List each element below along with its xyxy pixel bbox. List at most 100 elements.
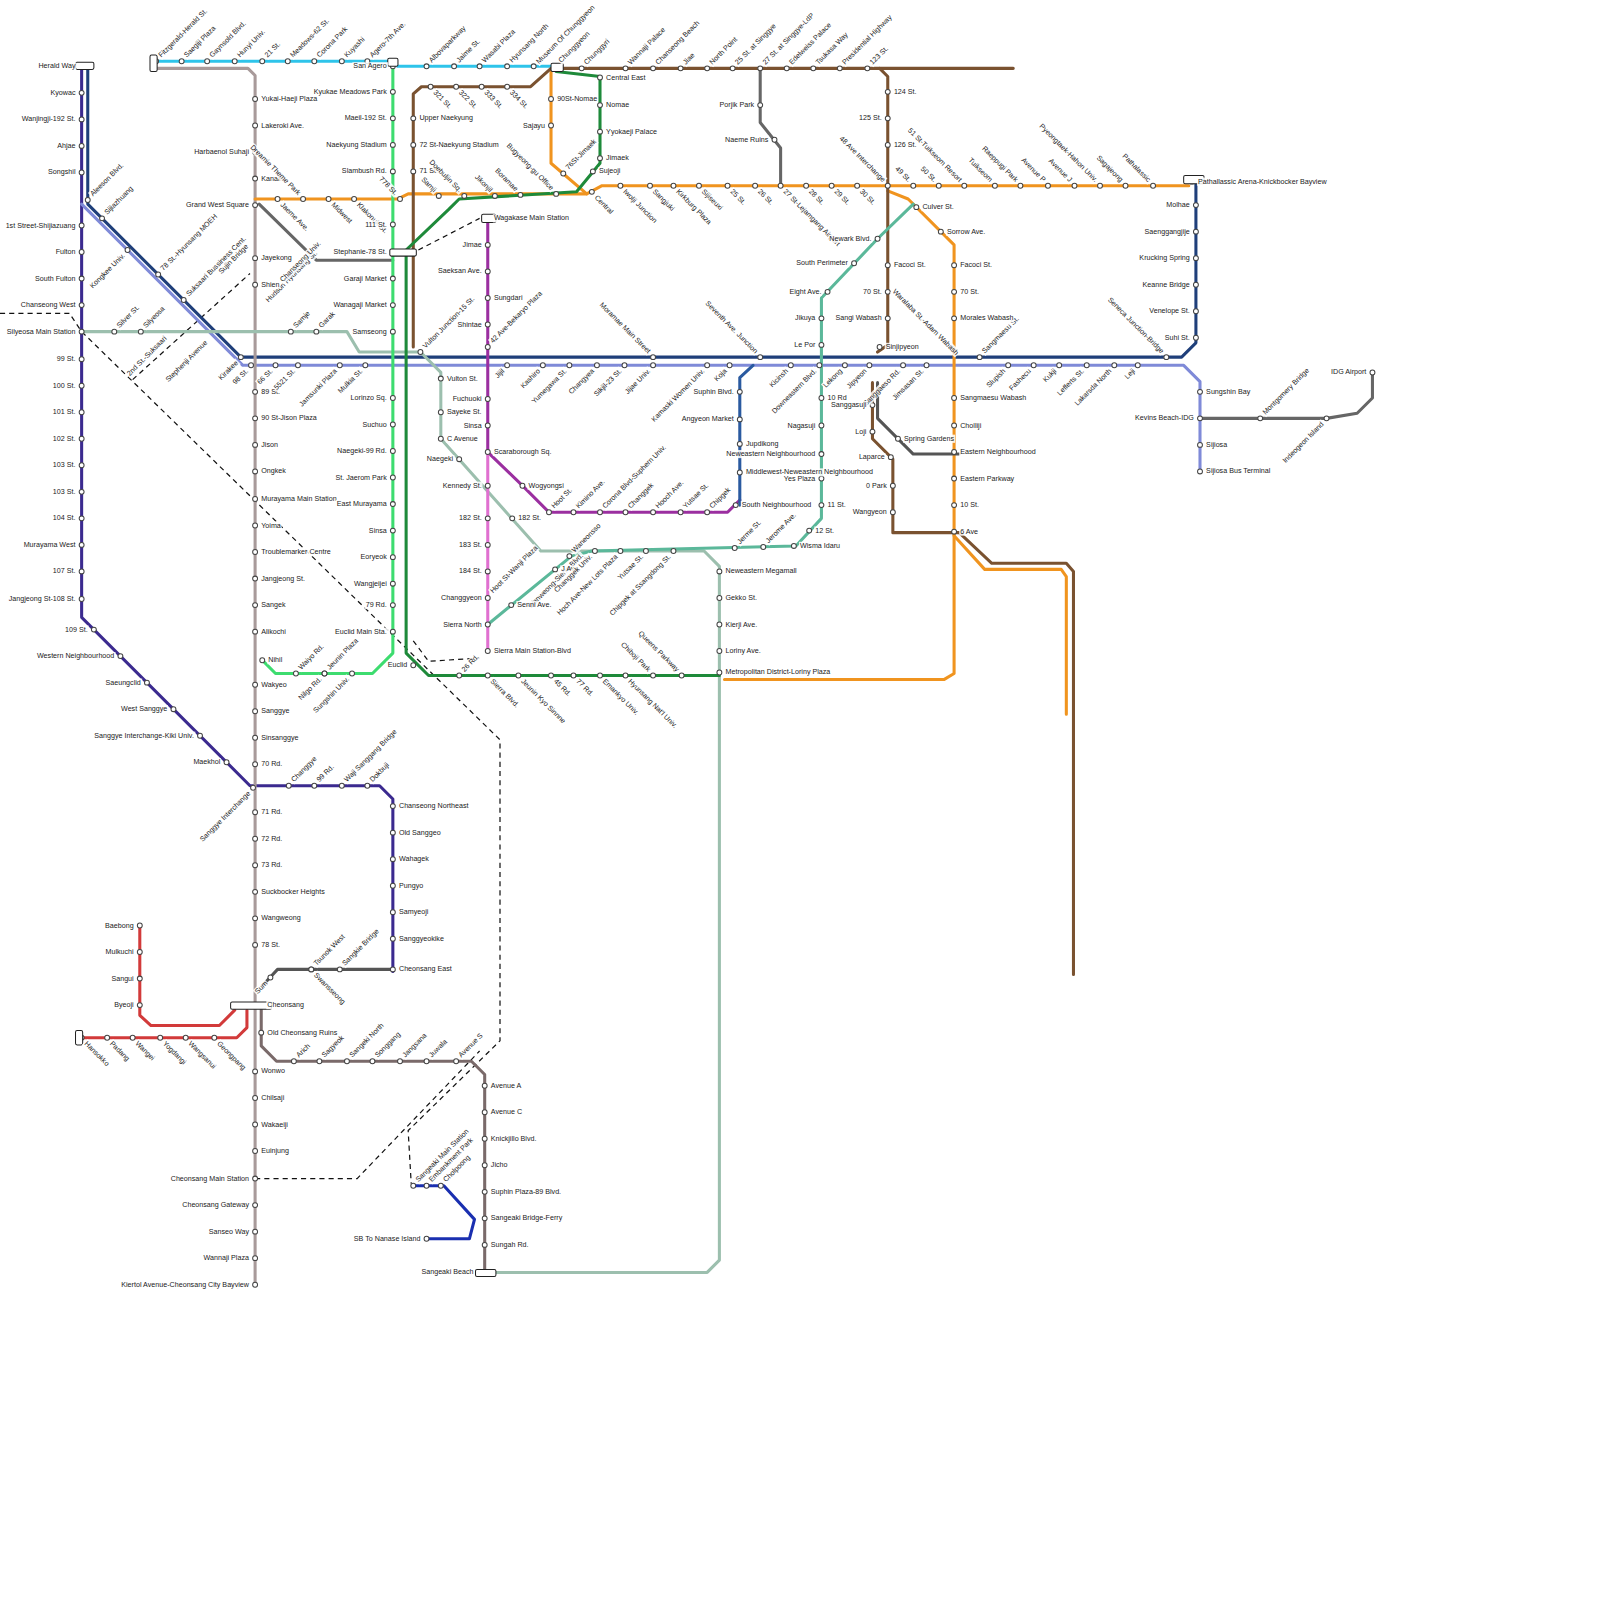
station-dot: [352, 197, 357, 202]
station-dot: [1084, 363, 1089, 368]
station-dot: [137, 1003, 142, 1008]
station-label: Western Neighbourhood: [36, 652, 115, 660]
station-label: 78 St.: [260, 941, 281, 949]
station-label: Yyokaeji Palace: [605, 128, 658, 136]
station-label: Boramae: [493, 166, 521, 194]
station-dot: [1098, 183, 1103, 188]
station-label: Jijae Univ.: [623, 366, 653, 396]
station-label: Central: [592, 193, 616, 217]
station-dot: [485, 242, 490, 247]
station-dot: [485, 296, 490, 301]
station-label: Keanne Bridge: [1142, 281, 1191, 289]
station-dot: [733, 503, 738, 508]
station-dot: [842, 363, 847, 368]
station-dot: [339, 59, 344, 64]
station-label: Garaji Market: [343, 274, 388, 282]
station-dot: [253, 523, 258, 528]
station-dot: [1151, 183, 1156, 188]
station-label: Shien: [260, 281, 280, 289]
station-dot: [938, 229, 943, 234]
station-label: Chanseong West: [20, 301, 77, 309]
station-label: 45 Rd.: [551, 677, 573, 699]
station-dot: [852, 261, 857, 266]
station-dot: [671, 183, 676, 188]
station-dot: [875, 236, 880, 241]
station-dot: [885, 142, 890, 147]
station-label: Maekhol: [192, 758, 221, 766]
station-label: Laparce: [858, 453, 886, 461]
station-dot: [885, 263, 890, 268]
station-label: East Murayama: [336, 500, 388, 508]
station-dot: [205, 59, 210, 64]
station-label: Kicinsh: [767, 366, 791, 390]
station-label: Grand West Square: [185, 201, 250, 209]
station-label: Geongpang: [214, 1039, 248, 1073]
station-label: Sayeke St.: [446, 408, 483, 416]
station-label: Sungshin Bay: [1205, 388, 1251, 396]
station-dot: [438, 376, 443, 381]
station-label: 109 St.: [64, 625, 89, 633]
station-dot: [238, 355, 243, 360]
station-dot: [452, 64, 457, 69]
station-label: 184 St.: [458, 567, 483, 575]
station-dot: [253, 629, 258, 634]
station-label: Sijiazhuang: [102, 184, 135, 217]
station-label: Jangsana: [400, 1031, 429, 1060]
station-label: Wagakase Main Station: [493, 214, 570, 222]
station-dot: [509, 603, 514, 608]
station-dot: [697, 183, 702, 188]
station-label: 99 St.: [56, 355, 77, 363]
terminus-box: [150, 55, 157, 71]
station-dot: [293, 671, 298, 676]
station-label: Naegeki-99 Rd.: [336, 447, 388, 455]
station-label: Herald Way: [37, 62, 76, 70]
station-label: 72 Rd.: [260, 835, 283, 843]
station-label: Ahjae: [56, 142, 76, 150]
station-label: Nihil: [267, 656, 283, 664]
transit-line: [140, 926, 235, 1026]
station-dot: [296, 363, 301, 368]
station-label: Waneonsso: [570, 521, 604, 555]
station-dot: [1198, 469, 1203, 474]
station-dot: [253, 1069, 258, 1074]
station-dot: [870, 429, 875, 434]
station-dot: [390, 830, 395, 835]
station-label: Alikochi: [260, 628, 287, 636]
station-label: Central East: [605, 73, 646, 81]
station-label: Dreamie Theme Park: [248, 143, 303, 198]
station-dot: [819, 452, 824, 457]
station-dot: [198, 733, 203, 738]
station-dot: [758, 66, 763, 71]
station-dot: [477, 64, 482, 69]
station-label: Scaraborough Sq.: [493, 448, 553, 456]
station-dot: [253, 1096, 258, 1101]
station-dot: [485, 542, 490, 547]
station-dot: [253, 735, 258, 740]
station-label: Hoot St-Wanji Plaza: [488, 544, 540, 596]
station-label: Molhae: [1165, 201, 1190, 209]
terminus-box: [76, 1031, 83, 1045]
station-dot: [819, 316, 824, 321]
station-label: 50 St.: [918, 164, 938, 184]
station-dot: [260, 59, 265, 64]
station-label: 123 St.: [868, 44, 891, 67]
station-label: South Perimeter: [795, 259, 849, 267]
station-dot: [1198, 389, 1203, 394]
station-dot: [390, 422, 395, 427]
station-label: Jaeme Ave.: [278, 200, 312, 234]
station-dot: [436, 193, 441, 198]
station-dot: [253, 203, 258, 208]
station-label: 0 Park: [865, 482, 888, 490]
station-label: Kashiro: [518, 366, 542, 390]
station-dot: [717, 569, 722, 574]
station-dot: [273, 363, 278, 368]
station-dot: [79, 569, 84, 574]
station-dot: [791, 543, 796, 548]
station-label: Lakeroki Ave.: [260, 121, 305, 129]
station-dot: [885, 116, 890, 121]
station-label: Fulton: [55, 248, 77, 256]
station-label: 1st Street-Shijiazuang: [5, 221, 77, 229]
station-label: Midwest: [329, 200, 355, 226]
station-label: Cheonsang Main Station: [170, 1174, 250, 1182]
